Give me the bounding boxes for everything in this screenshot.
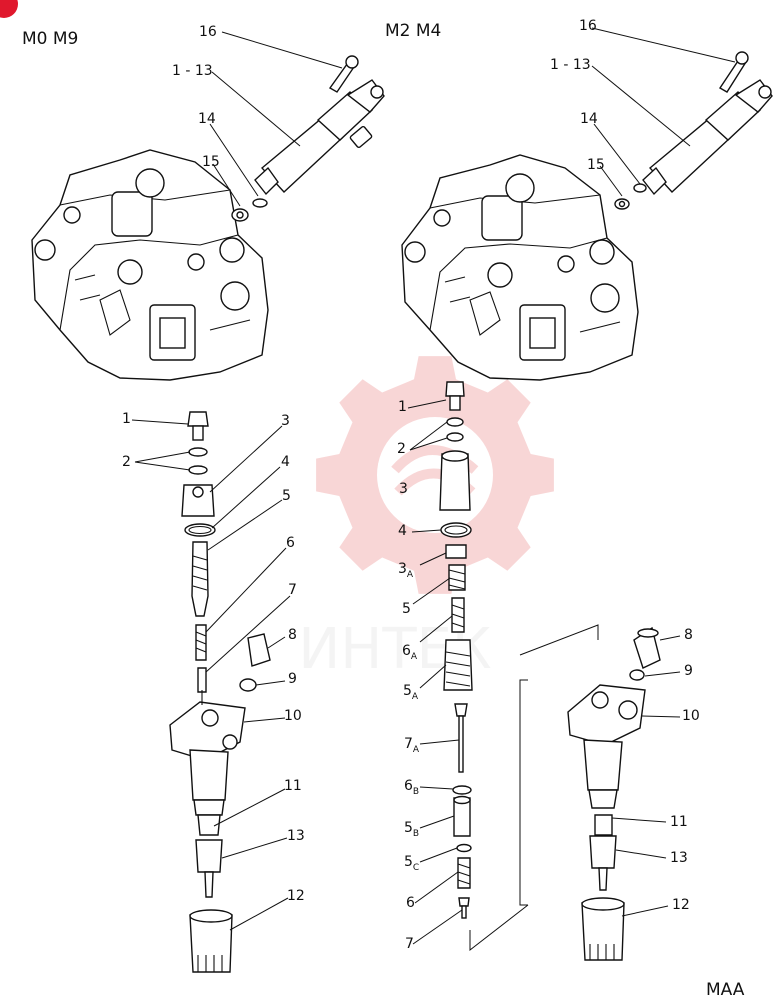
callout-1: 1 — [122, 411, 131, 427]
callout-11: 11 — [284, 778, 302, 794]
leaders-top-left — [209, 27, 736, 207]
callout-8: 8 — [288, 627, 297, 643]
corner-marker — [0, 0, 18, 18]
injector-assembly-right — [614, 51, 773, 210]
callout-6: 6 — [406, 895, 415, 911]
callout-12: 12 — [287, 888, 305, 904]
callout-13: 13 — [287, 828, 305, 844]
callout-6: 6 — [286, 535, 295, 551]
callout-1: 1 — [398, 399, 407, 415]
watermark-gear-logo: ИНТЕК — [298, 356, 554, 682]
callout-6a: 6A — [402, 643, 418, 662]
callout-15: 15 — [202, 154, 220, 170]
callout-2: 2 — [397, 441, 406, 457]
callout-9: 9 — [288, 671, 297, 687]
callout-3a: 3A — [398, 561, 414, 580]
callout-15: 15 — [587, 157, 605, 173]
callout-5: 5 — [282, 488, 291, 504]
callout-8: 8 — [684, 627, 693, 643]
cylinder-head-right — [401, 154, 639, 381]
callout-4: 4 — [398, 523, 407, 539]
leaders-left-column — [131, 419, 291, 931]
callout-3: 3 — [399, 481, 408, 497]
variant-title-right: M2 M4 — [385, 21, 442, 41]
callout-7: 7 — [288, 582, 297, 598]
callout-11: 11 — [670, 814, 688, 830]
callout-3: 3 — [281, 413, 290, 429]
callout-6b: 6B — [404, 778, 420, 797]
callout-12: 12 — [672, 897, 690, 913]
callout-5: 5 — [402, 601, 411, 617]
callout-14: 14 — [580, 111, 598, 127]
diagram-code: MAA — [706, 980, 745, 1000]
callout-5a: 5A — [403, 683, 419, 702]
callout-16: 16 — [199, 24, 217, 40]
callout-5b: 5B — [404, 820, 420, 839]
cylinder-head-left — [31, 149, 269, 381]
leaders-right-column — [611, 635, 681, 917]
variant-title-left: M0 M9 — [22, 29, 79, 49]
callout-7a: 7A — [404, 736, 420, 755]
callout-4: 4 — [281, 454, 290, 470]
callout-7: 7 — [405, 936, 414, 952]
leaders-center-column — [407, 399, 599, 952]
injector-assembly-left — [231, 55, 385, 222]
callout-2: 2 — [122, 454, 131, 470]
callout-9: 9 — [684, 663, 693, 679]
callout-1-13: 1 - 13 — [550, 57, 591, 73]
callout-10: 10 — [284, 708, 302, 724]
callout-5c: 5C — [404, 854, 420, 873]
callout-1-13: 1 - 13 — [172, 63, 213, 79]
left-column-parts — [169, 411, 271, 973]
callout-10: 10 — [682, 708, 700, 724]
center-column-parts — [439, 381, 473, 919]
right-column-parts — [567, 626, 661, 961]
callout-16: 16 — [579, 18, 597, 34]
callout-13: 13 — [670, 850, 688, 866]
callout-14: 14 — [198, 111, 216, 127]
